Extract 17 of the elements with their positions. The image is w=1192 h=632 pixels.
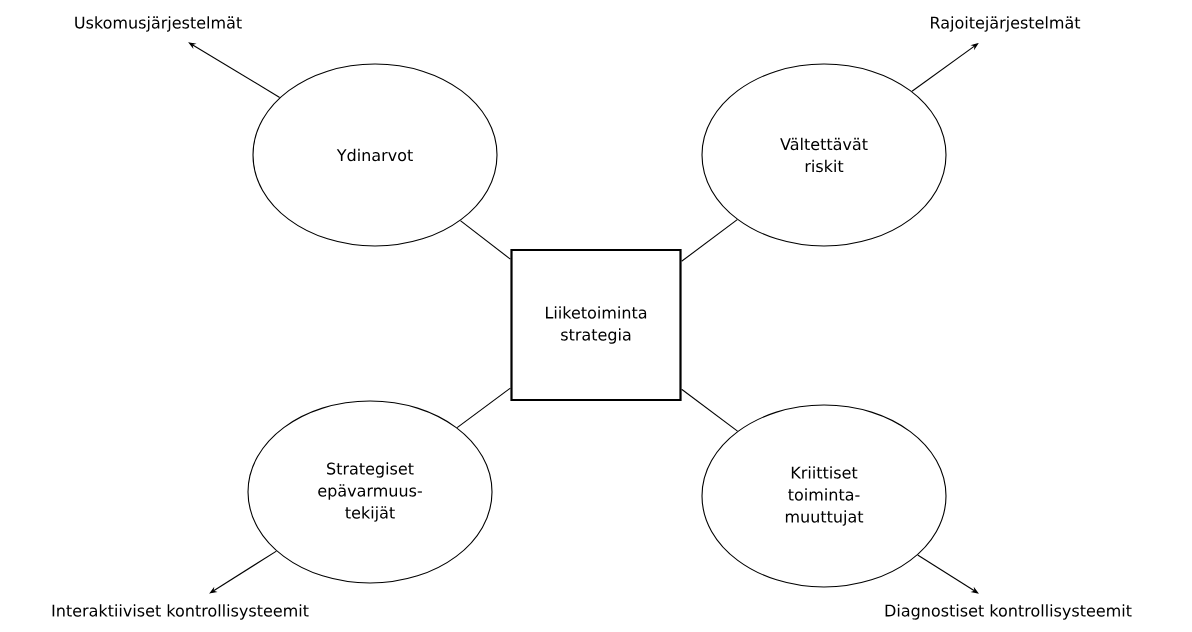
outer-label: Uskomusjärjestelmät xyxy=(75,16,242,32)
connector-line xyxy=(456,387,511,429)
arrow xyxy=(917,554,979,594)
connector-line xyxy=(681,219,738,262)
connector-line xyxy=(681,388,739,432)
outer-label: Diagnostiset kontrollisysteemit xyxy=(885,604,1132,620)
ellipse-node: Vältettävät riskit xyxy=(701,63,947,247)
ellipse-node: Strategiset epävarmuus- tekijät xyxy=(247,400,493,584)
arrow xyxy=(209,550,277,594)
connector-line xyxy=(459,220,511,260)
arrow xyxy=(188,42,281,98)
ellipse-node: Kriittiset toiminta- muuttujat xyxy=(701,404,947,588)
ellipse-node: Ydinarvot xyxy=(252,63,498,247)
strategy-box: Liiketoiminta strategia xyxy=(510,248,682,402)
arrow xyxy=(911,43,979,92)
outer-label: Interaktiiviset kontrollisysteemit xyxy=(52,604,309,620)
outer-label: Rajoitejärjestelmät xyxy=(931,16,1081,32)
